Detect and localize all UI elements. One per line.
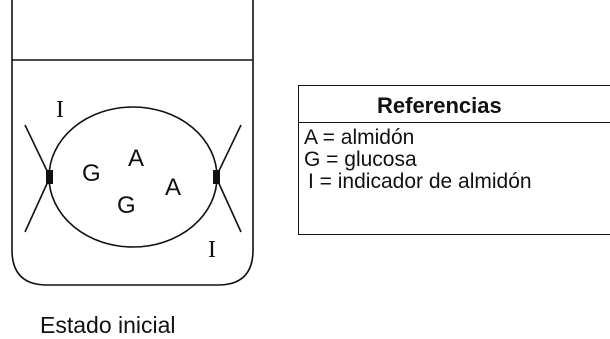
indicator-label-top: I [56, 97, 64, 123]
left-tie-string-upper [24, 124, 51, 178]
left-tie-knot [46, 170, 53, 184]
legend-item-glucose: G = glucosa [304, 148, 417, 171]
glucose-label-1: G [82, 160, 101, 187]
left-tie-string-lower [24, 176, 51, 233]
legend-item-starch: A = almidón [304, 126, 415, 149]
diagram-caption: Estado inicial [40, 312, 176, 338]
indicator-label-bottom: I [208, 237, 216, 263]
starch-label-1: A [128, 145, 144, 172]
right-tie-string-upper [215, 124, 242, 178]
container-outline [11, 0, 254, 286]
legend-box: Referencias A = almidón G = glucosa I = … [298, 85, 610, 235]
legend-items: A = almidón G = glucosa I = indicador de… [299, 123, 610, 193]
right-tie-string-lower [215, 176, 242, 233]
right-tie-knot [213, 170, 220, 184]
legend-title: Referencias [299, 86, 610, 123]
glucose-label-2: G [117, 192, 136, 219]
legend-item-indicator: I = indicador de almidón [308, 170, 532, 193]
membrane-bag [48, 106, 218, 248]
starch-label-2: A [165, 174, 181, 201]
